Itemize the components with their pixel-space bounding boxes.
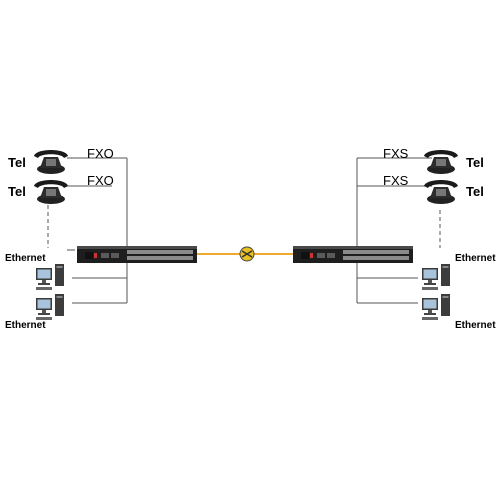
left-connection-lines	[67, 157, 128, 304]
right-telephone-icon-1	[424, 150, 458, 174]
right-telephone-icon-2	[424, 180, 458, 204]
right-desktop-computer-icon-2	[422, 294, 450, 320]
right-tel-label-1: Tel	[466, 155, 484, 170]
left-port-label-2: FXO	[87, 173, 114, 188]
left-ethernet-label-1: Ethernet	[5, 253, 46, 264]
right-desktop-computer-icon-1	[422, 264, 450, 290]
left-voice-multiplexer-device-icon	[77, 246, 197, 263]
left-tel-label-2: Tel	[8, 184, 26, 199]
right-port-label-1: FXS	[383, 146, 409, 161]
right-tel-label-2: Tel	[466, 184, 484, 199]
left-telephone-icon-2	[34, 180, 68, 204]
left-desktop-computer-icon-2	[36, 294, 64, 320]
left-tel-label-1: Tel	[8, 155, 26, 170]
fiber-optic-link-icon	[239, 246, 255, 262]
right-ethernet-label-2: Ethernet	[455, 320, 496, 331]
left-desktop-computer-icon-1	[36, 264, 64, 290]
right-ethernet-label-1: Ethernet	[455, 253, 496, 264]
left-ethernet-label-2: Ethernet	[5, 320, 46, 331]
left-telephone-icon-1	[34, 150, 68, 174]
right-voice-multiplexer-device-icon	[293, 246, 413, 263]
right-port-label-2: FXS	[383, 173, 409, 188]
right-connection-lines	[356, 157, 432, 304]
left-port-label-1: FXO	[87, 146, 114, 161]
